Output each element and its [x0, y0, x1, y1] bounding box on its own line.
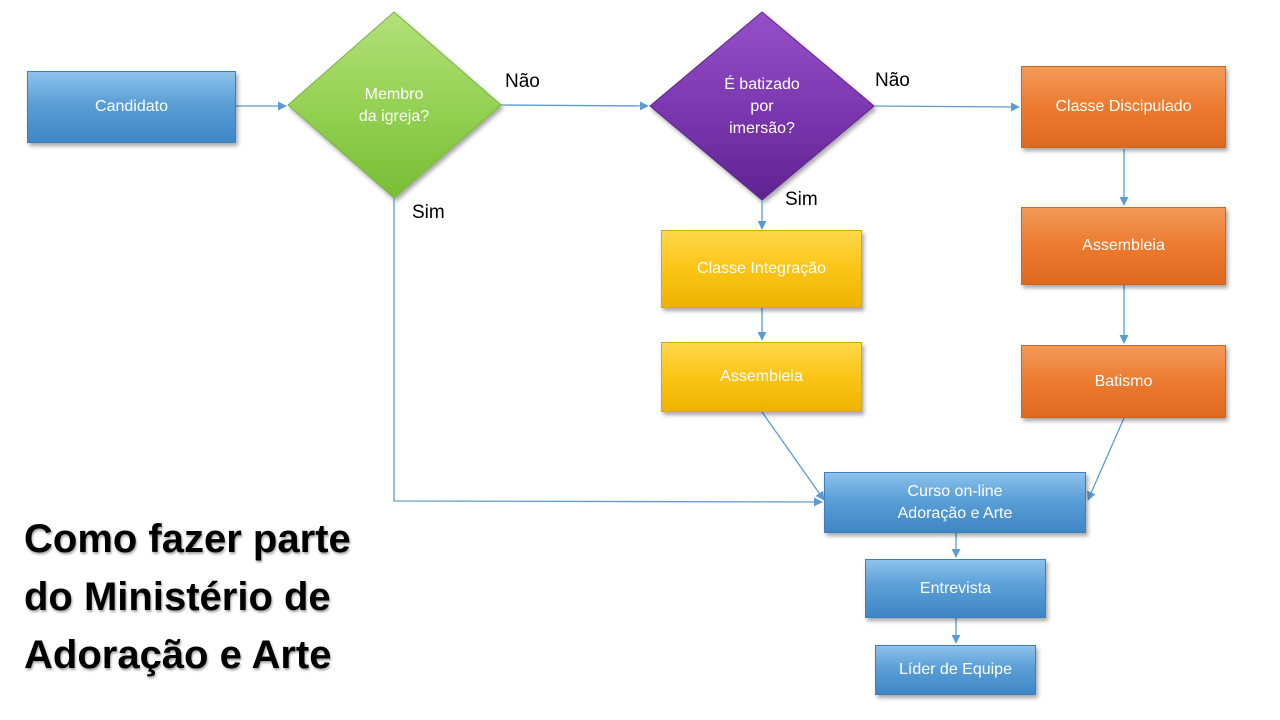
candidato-label: Candidato — [95, 98, 168, 115]
assembleia-yellow-label: Assembleia — [720, 368, 803, 385]
classe-integracao-label: Classe Integração — [697, 260, 826, 277]
assembleia-orange-node: Assembleia — [1021, 207, 1226, 285]
candidato-node: Candidato — [27, 71, 236, 143]
batizado-nao-label: Não — [875, 70, 910, 91]
connector-assembleia-curso — [761, 411, 825, 501]
classe-discipulado-label: Classe Discipulado — [1055, 98, 1192, 115]
batismo-node: Batismo — [1021, 345, 1226, 418]
connector-membro-batizado — [500, 101, 649, 111]
batizado-sim-label: Sim — [785, 189, 818, 210]
batizado-label: É batizado por imersão? — [724, 76, 800, 137]
lider-label: Líder de Equipe — [899, 661, 1012, 678]
entrevista-node: Entrevista — [865, 559, 1046, 618]
connector-batismo-curso — [1087, 417, 1125, 501]
entrevista-label: Entrevista — [919, 579, 992, 597]
batismo-label: Batismo — [1094, 372, 1153, 390]
assembleia-orange-label: Assembleia — [1082, 237, 1165, 254]
batizado-node: É batizado por imersão? — [696, 71, 828, 143]
classe-discipulado-node: Classe Discipulado — [1021, 66, 1226, 148]
membro-label: Membro da igreja? — [358, 86, 430, 125]
classe-integracao-node: Classe Integração — [661, 230, 862, 308]
membro-node: Membro da igreja? — [330, 75, 458, 137]
connector-batizado-discipulado — [873, 102, 1020, 112]
page-title: Como fazer parte do Ministério de Adoraç… — [24, 517, 351, 677]
membro-nao-label: Não — [505, 71, 540, 92]
curso-node: Curso on-line Adoração e Arte — [824, 472, 1086, 533]
lider-node: Líder de Equipe — [875, 645, 1036, 695]
membro-sim-label: Sim — [412, 202, 445, 223]
assembleia-yellow-node: Assembleia — [661, 342, 862, 412]
curso-label: Curso on-line Adoração e Arte — [897, 482, 1013, 522]
connector-membro-curso — [393, 198, 823, 507]
